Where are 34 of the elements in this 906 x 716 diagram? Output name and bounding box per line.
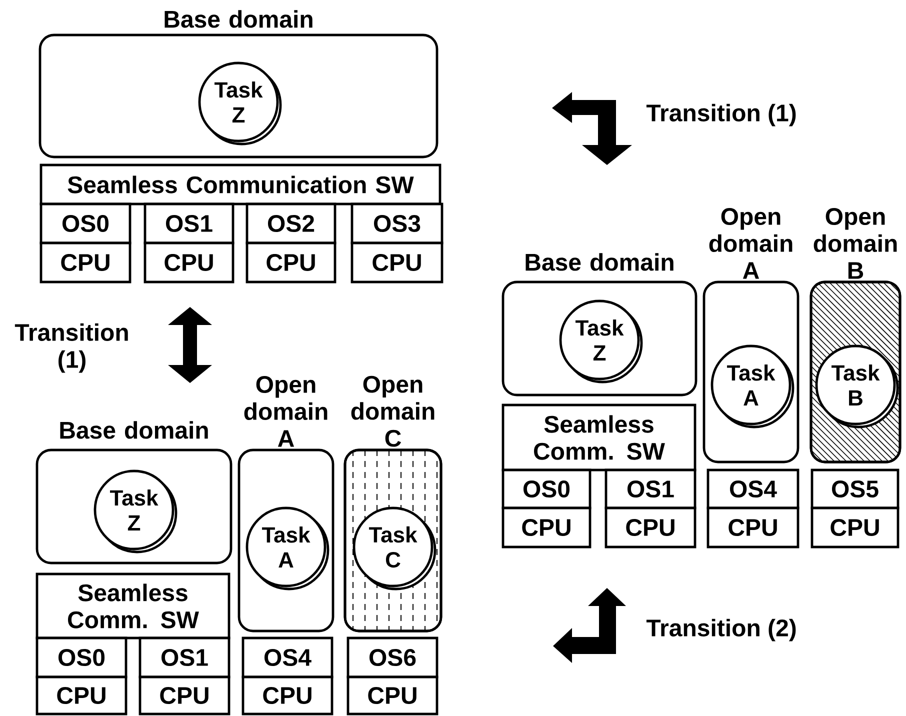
domain-heading: Open domain A — [244, 376, 328, 447]
os-box: OS3 — [350, 202, 444, 244]
os-box: OS1 — [604, 468, 696, 510]
domain-heading: Base domain — [164, 10, 312, 28]
cpu-box: CPU — [246, 242, 336, 284]
cpu-box: CPU — [36, 676, 128, 716]
transition-label: Transition (1) — [14, 323, 128, 373]
transition-label: Transition (2) — [646, 618, 796, 642]
cpu-box: CPU — [40, 242, 132, 284]
cpu-box: CPU — [138, 676, 230, 716]
cpu-box: CPU — [810, 506, 900, 548]
os-box: OS0 — [502, 468, 592, 510]
cpu-box: CPU — [346, 676, 438, 716]
domain-heading: Base domain — [60, 421, 208, 439]
cpu-box: CPU — [706, 506, 800, 548]
os-box: OS4 — [242, 636, 334, 678]
os-box: OS5 — [810, 468, 900, 510]
domain-heading: Open domain C — [351, 376, 434, 447]
os-box: OS4 — [706, 468, 800, 510]
domain-heading: Open domain B — [814, 208, 897, 279]
cpu-box: CPU — [144, 242, 234, 284]
domain-heading: Base domain — [526, 253, 674, 271]
os-box: OS1 — [138, 636, 230, 678]
domain-heading: Open domain A — [709, 208, 792, 279]
os-box: OS6 — [346, 636, 438, 678]
cpu-box: CPU — [242, 676, 334, 716]
transition-label: Transition (1) — [646, 104, 796, 126]
os-box: OS0 — [36, 636, 128, 678]
os-box: OS0 — [40, 202, 132, 244]
cpu-box: CPU — [502, 506, 592, 548]
cpu-box: CPU — [350, 242, 444, 284]
os-box: OS1 — [144, 202, 234, 244]
os-box: OS2 — [246, 202, 336, 244]
cpu-box: CPU — [604, 506, 696, 548]
